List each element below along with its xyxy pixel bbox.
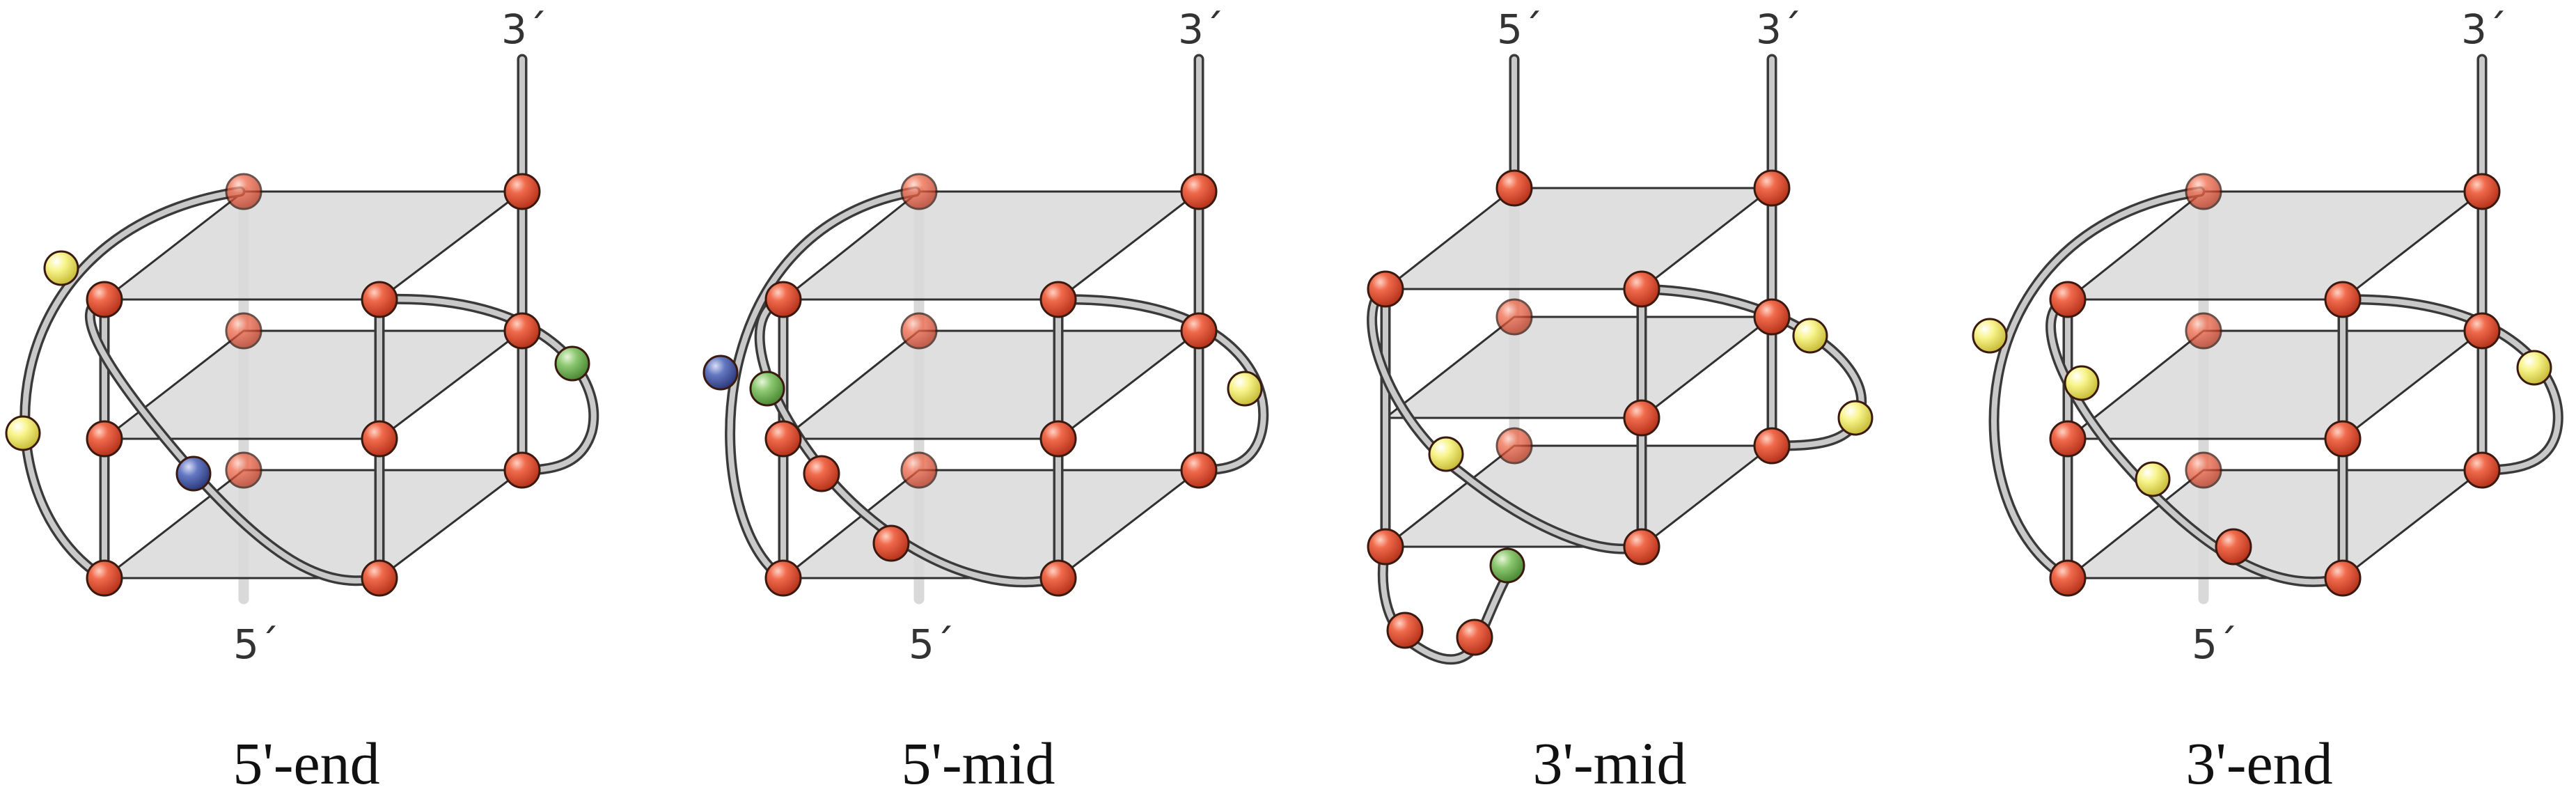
g-tetrad-plane-bottom [101, 469, 526, 579]
guanine [1039, 559, 1077, 597]
g-tetrad-plane-top [1382, 187, 1775, 290]
guanine [2463, 173, 2501, 210]
guanine [764, 420, 802, 458]
strand-end-label-3prime: 3´ [1756, 6, 1802, 53]
guanine [2324, 559, 2362, 597]
guanine [2049, 420, 2087, 458]
guanine [1623, 270, 1660, 308]
guanine [1386, 612, 1424, 649]
guanine [2463, 451, 2501, 489]
guanine [225, 173, 262, 210]
loop-nucleotide-yellow [1428, 436, 1464, 472]
guanine [2185, 312, 2222, 350]
guanine [900, 312, 938, 350]
guanine [872, 524, 910, 562]
strand-end-label-3prime: 3´ [1178, 6, 1224, 53]
guanine [86, 559, 123, 597]
guanine [1495, 298, 1533, 336]
loop-nucleotide-yellow [1972, 318, 2008, 354]
panel-5-end: 3´ 5´ 5'-end [5, 6, 599, 794]
nucleotides [1367, 169, 1874, 656]
nucleotides [5, 173, 590, 597]
guanine [2049, 559, 2087, 597]
guanine [2185, 173, 2222, 210]
loop-nucleotide-yellow [1837, 400, 1874, 436]
panel-3-end: 3´ 5´ 3'-end [1972, 6, 2563, 794]
guanine [764, 281, 802, 318]
guanine [225, 312, 262, 350]
loop-nucleotide-yellow [5, 415, 41, 451]
guanine [1495, 427, 1533, 465]
strand-end-label-3prime: 3´ [501, 6, 547, 53]
nucleotides [1972, 173, 2552, 597]
loop-nucleotide-yellow [1227, 371, 1263, 407]
g-tetrad-plane-bottom [2064, 469, 2485, 579]
guanine [1753, 298, 1791, 336]
guanine [86, 420, 123, 458]
guanine [2324, 281, 2362, 318]
backbone-rods [725, 54, 1269, 588]
guanine [1753, 169, 1791, 207]
guanine [503, 173, 541, 210]
guanine [1456, 618, 1493, 656]
panel-caption: 3'-end [2185, 730, 2332, 794]
guanine [503, 451, 541, 489]
panel-caption: 5'-end [233, 730, 379, 794]
guanine [361, 281, 398, 318]
strand-end-label-5prime: 5´ [1497, 6, 1543, 53]
guanine [1623, 528, 1660, 566]
panel-3-mid: 5´ 3´ 3'-mid [1367, 6, 1874, 794]
loop-nucleotide-yellow [2135, 461, 2171, 497]
strand-end-label-5prime: 5´ [233, 621, 279, 668]
guanine [1180, 451, 1218, 489]
guanine [1623, 399, 1660, 437]
guanine [86, 281, 123, 318]
guanine [1753, 427, 1791, 465]
panel-caption: 5'-mid [902, 730, 1055, 794]
guanine [1180, 173, 1218, 210]
loop-nucleotide-yellow [43, 250, 79, 286]
guanine [361, 559, 398, 597]
panel-caption: 3'-mid [1533, 730, 1687, 794]
strand-end-label-5prime: 5´ [2192, 621, 2238, 668]
guanine [2215, 528, 2252, 566]
guanine [900, 173, 938, 210]
guanine [803, 455, 840, 492]
g-tetrad-plane-middle [101, 329, 526, 440]
guanine [1039, 420, 1077, 458]
guanine [1495, 169, 1533, 207]
guanine [764, 559, 802, 597]
loop-nucleotide-blue [702, 355, 739, 391]
nucleotides [702, 173, 1263, 597]
g-tetrad-plane-top [780, 190, 1202, 301]
loop-nucleotide-green [554, 345, 590, 382]
guanine [900, 451, 938, 489]
panel-5-mid: 3´ 5´ 5'-mid [702, 6, 1269, 794]
guanine [2185, 451, 2222, 489]
guanine [1180, 312, 1218, 350]
guanine [2324, 420, 2362, 458]
loop-nucleotide-green [1489, 547, 1525, 584]
backbone-rods [1367, 54, 1867, 665]
guanine [503, 312, 541, 350]
g-tetrad-plane-middle [1382, 316, 1775, 419]
strand-end-label-5prime: 5´ [909, 621, 955, 668]
guanine [2463, 312, 2501, 350]
strand-end-label-3prime: 3´ [2461, 6, 2507, 53]
guanine [361, 420, 398, 458]
g-tetrad-plane-middle [780, 329, 1202, 440]
guanine [1367, 528, 1404, 566]
guanine [1039, 281, 1077, 318]
guanine [225, 451, 262, 489]
guanine [1367, 270, 1404, 308]
guanine [2049, 281, 2087, 318]
g-tetrad-plane-middle [2064, 329, 2485, 440]
loop-nucleotide-yellow [1792, 318, 1828, 354]
g-tetrad-plane-bottom [780, 469, 1202, 579]
loop-nucleotide-yellow [2516, 350, 2552, 386]
loop-nucleotide-yellow [2064, 365, 2100, 401]
loop-nucleotide-blue [175, 456, 212, 492]
loop-nucleotide-green [749, 371, 785, 407]
